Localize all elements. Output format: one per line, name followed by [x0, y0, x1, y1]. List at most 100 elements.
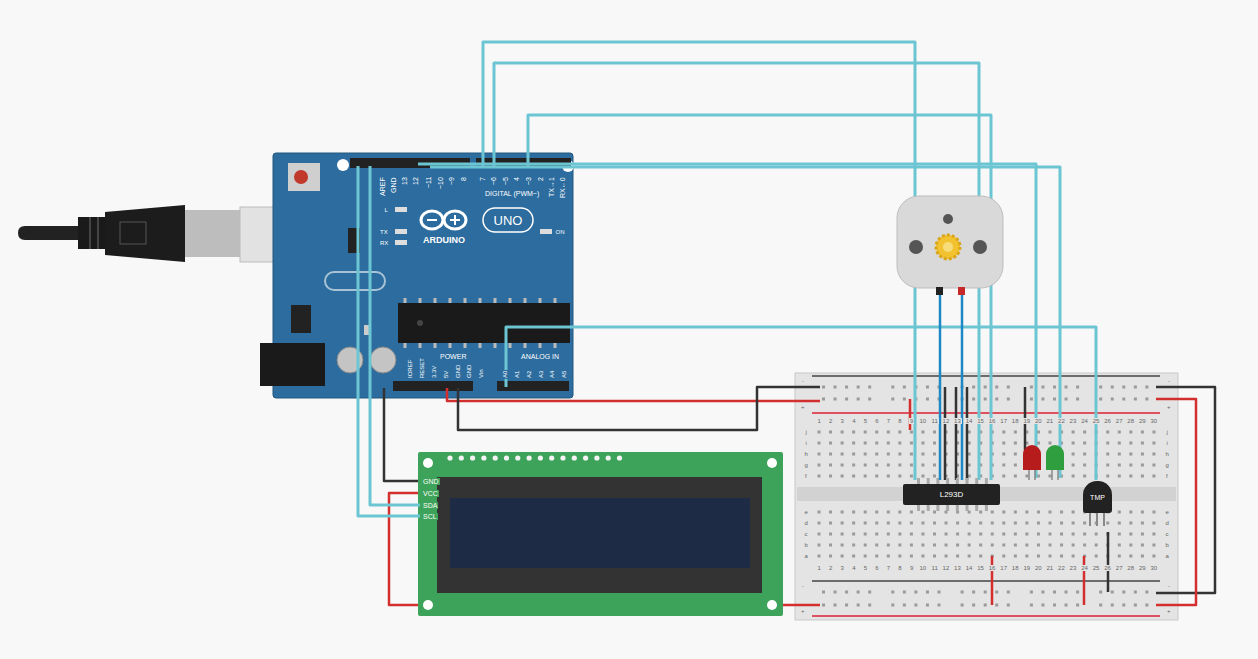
breadboard-hole [1083, 544, 1086, 547]
column-number: 2 [828, 418, 833, 424]
breadboard-hole [1134, 398, 1137, 401]
breadboard-hole [898, 544, 901, 547]
breadboard-hole [910, 453, 913, 456]
breadboard-hole [910, 511, 913, 514]
ic-pin [936, 505, 939, 511]
breadboard-hole [933, 544, 936, 547]
breadboard-hole [926, 591, 929, 594]
column-number: 18 [1011, 418, 1020, 424]
breadboard-hole [1141, 544, 1144, 547]
column-number: 17 [999, 418, 1008, 424]
arduino-board [291, 305, 311, 333]
pin-label: ~5 [502, 176, 509, 186]
breadboard-hole [921, 442, 924, 445]
breadboard-hole [841, 475, 844, 478]
breadboard-hole [1007, 604, 1010, 607]
breadboard-hole [1041, 604, 1044, 607]
breadboard-hole [875, 511, 878, 514]
column-number: 16 [988, 418, 997, 424]
signal-wire [528, 115, 991, 480]
breadboard-hole [864, 555, 867, 558]
breadboard-hole [1072, 533, 1075, 536]
lcd-module [437, 477, 762, 593]
breadboard-hole [1152, 431, 1155, 434]
usb-cable [78, 217, 108, 249]
breadboard-hole [1037, 533, 1040, 536]
breadboard-hole [1122, 398, 1125, 401]
dc-motor [943, 214, 953, 224]
arduino-board [395, 207, 407, 212]
dc-motor [958, 287, 965, 295]
column-number: 8 [897, 418, 902, 424]
column-number: 27 [1115, 418, 1124, 424]
pin-label: RESET [419, 357, 425, 379]
breadboard-hole [845, 591, 848, 594]
arduino-board [370, 347, 396, 373]
column-number: 28 [1126, 418, 1135, 424]
breadboard-hole [868, 386, 871, 389]
breadboard-hole [1118, 522, 1121, 525]
breadboard-hole [979, 511, 982, 514]
column-number: 1 [817, 418, 822, 424]
breadboard-hole [1111, 386, 1114, 389]
breadboard-hole [1025, 544, 1028, 547]
motor-lead [961, 293, 964, 480]
breadboard [812, 615, 1160, 617]
breadboard-hole [1083, 475, 1086, 478]
breadboard-hole [822, 398, 825, 401]
breadboard-hole [887, 431, 890, 434]
breadboard-hole [875, 475, 878, 478]
header-label: POWER [439, 353, 467, 360]
row-letter: f [804, 473, 808, 479]
breadboard-hole [1152, 464, 1155, 467]
breadboard-hole [995, 604, 998, 607]
breadboard-hole [1076, 591, 1079, 594]
component-label: L293D [940, 491, 964, 499]
breadboard-hole [1041, 386, 1044, 389]
breadboard-hole [875, 522, 878, 525]
pin-label: ~10 [437, 176, 444, 190]
breadboard-hole [1134, 604, 1137, 607]
breadboard-hole [921, 431, 924, 434]
pin-label: GND [466, 364, 472, 379]
lcd-module [594, 455, 599, 460]
pin-label: VCC [422, 490, 439, 497]
ic-pin [966, 505, 969, 511]
breadboard-hole [1053, 591, 1056, 594]
breadboard-hole [1141, 464, 1144, 467]
breadboard-hole [875, 544, 878, 547]
row-letter: d [1165, 520, 1170, 526]
breadboard-hole [933, 522, 936, 525]
breadboard-hole [1030, 386, 1033, 389]
dc-motor [973, 240, 987, 254]
rail-sign: + [1166, 608, 1172, 614]
pin-label: SCL [422, 513, 438, 520]
pin-label: IOREF [407, 359, 413, 379]
lcd-module [450, 498, 750, 568]
breadboard-hole [903, 591, 906, 594]
breadboard-hole [1030, 591, 1033, 594]
column-number: 28 [1126, 565, 1135, 571]
ic-pin [917, 505, 920, 511]
pin-label: GND [422, 478, 440, 485]
breadboard-hole [1129, 464, 1132, 467]
breadboard-hole [818, 544, 821, 547]
breadboard-hole [834, 604, 837, 607]
power-wire [458, 387, 820, 430]
breadboard-hole [1037, 555, 1040, 558]
breadboard-hole [829, 511, 832, 514]
breadboard-hole [1134, 591, 1137, 594]
column-number: 13 [953, 418, 962, 424]
jumper-wire [945, 387, 1025, 480]
breadboard-hole [1053, 386, 1056, 389]
breadboard-hole [1141, 453, 1144, 456]
breadboard-hole [887, 555, 890, 558]
breadboard-hole [1014, 511, 1017, 514]
jumper-wire [909, 399, 912, 430]
column-number: 14 [965, 418, 974, 424]
breadboard-hole [829, 464, 832, 467]
led-label: ON [555, 229, 566, 235]
breadboard-hole [845, 604, 848, 607]
breadboard-hole [887, 453, 890, 456]
arduino-board [260, 153, 574, 398]
